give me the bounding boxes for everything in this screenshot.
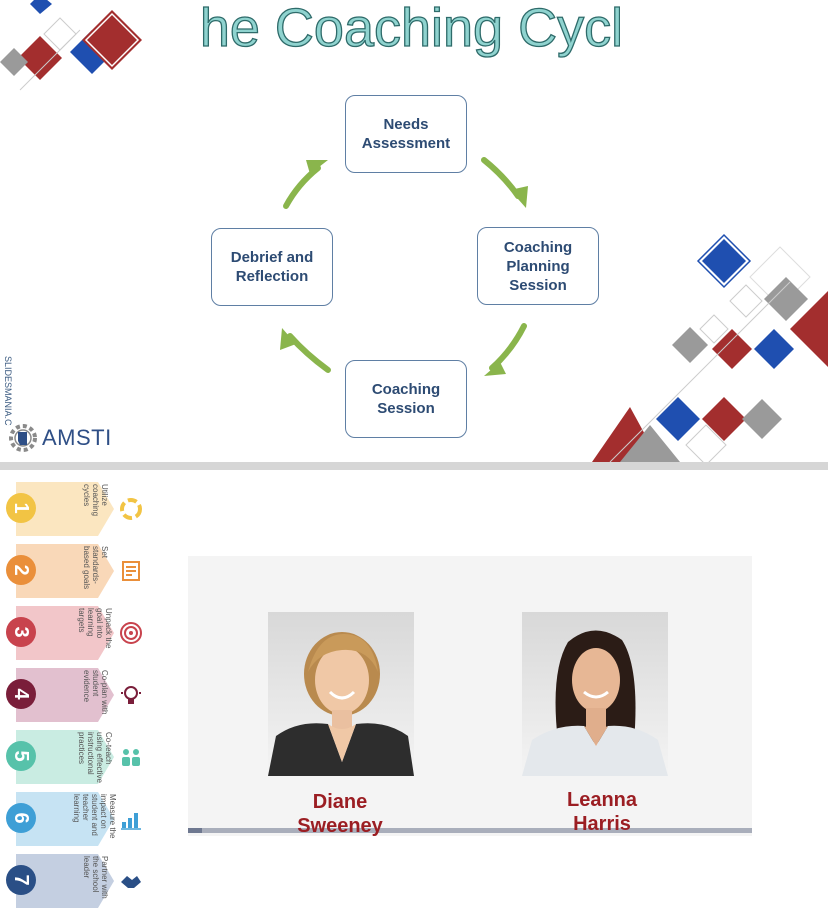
svg-text:Partner with: Partner with — [100, 856, 109, 899]
svg-text:Set: Set — [100, 546, 109, 559]
panel-underline — [188, 828, 752, 833]
amsti-logo: AMSTI — [6, 420, 112, 456]
coaching-steps: 1 Utilize coaching cycles 2 Set sta — [0, 480, 150, 920]
step-number: 3 — [6, 617, 36, 647]
svg-text:standards-: standards- — [91, 546, 100, 584]
step-number: 4 — [6, 679, 36, 709]
step-description: Co-plan with student evidence — [82, 670, 109, 714]
svg-text:teacher: teacher — [81, 794, 90, 821]
step-arrow-shape — [16, 854, 114, 908]
checklist-icon — [122, 561, 140, 581]
step-number: 7 — [6, 865, 36, 895]
arrow-head-up-right — [306, 160, 328, 174]
presenter-name-diane: Diane Sweeney — [297, 791, 383, 837]
presenter-name-leanna: Leanna Harris — [566, 789, 638, 835]
step-number: 5 — [6, 741, 36, 771]
svg-text:coaching: coaching — [91, 484, 100, 516]
svg-text:impact on: impact on — [99, 794, 108, 829]
step-arrow-shape — [16, 482, 114, 536]
cycle-box-debrief-reflection: Debrief and Reflection — [211, 228, 333, 306]
svg-text:SLIDESMANIA.COM: SLIDESMANIA.COM — [3, 356, 13, 426]
step-arrow-shape — [16, 792, 114, 846]
slide-presenters: 1 Utilize coaching cycles 2 Set sta — [0, 470, 828, 922]
step-description: Utilize coaching cycles — [82, 484, 109, 516]
chart-icon — [121, 813, 141, 830]
people-icon — [122, 749, 140, 766]
svg-text:learning: learning — [86, 608, 95, 636]
step-item: 5 Co-teach using effective instructional… — [0, 728, 150, 786]
cycle-box-coaching-planning-session: Coaching Planning Session — [477, 227, 599, 305]
svg-text:cycles: cycles — [82, 484, 91, 506]
step-item: 7 Partner with the school leader — [0, 852, 150, 910]
cycle-box-coaching-session: Coaching Session — [345, 360, 467, 438]
step-description: Measure the impact on student and teache… — [72, 794, 117, 839]
step-description: Co-teach using effective instructional p… — [77, 732, 113, 784]
cycle-box-needs-assessment: Needs Assessment — [345, 95, 467, 173]
lightbulb-icon — [121, 686, 141, 704]
step-arrow-shape — [16, 730, 114, 784]
svg-text:learning: learning — [72, 794, 81, 822]
amsti-logo-text: AMSTI — [42, 425, 112, 450]
slide-divider — [0, 462, 828, 470]
handshake-icon — [121, 876, 141, 888]
decorative-diamonds-right — [592, 233, 828, 462]
step-item: 2 Set standards- based goals — [0, 542, 150, 600]
svg-text:The Coaching Cycle: The Coaching Cycle — [200, 0, 620, 58]
gear-icon — [9, 424, 37, 452]
svg-text:Measure the: Measure the — [108, 794, 117, 839]
svg-text:Co-plan with: Co-plan with — [100, 670, 109, 714]
slide-coaching-cycle: The Coaching Cycle Needs Assessment Coac… — [0, 0, 828, 462]
step-description: Set standards- based goals — [82, 546, 109, 589]
presenter-photo-leanna — [522, 612, 668, 776]
cycle-icon — [120, 498, 142, 520]
svg-text:based goals: based goals — [82, 546, 91, 589]
step-description: Unpack the goal into learning targets — [77, 608, 113, 649]
panel-underline-accent — [188, 828, 202, 833]
step-number: 2 — [6, 555, 36, 585]
svg-text:Unpack the: Unpack the — [104, 608, 113, 649]
decorative-diamonds-top-left — [0, 0, 142, 91]
svg-text:goal into: goal into — [95, 608, 104, 639]
step-item: 3 Unpack the goal into learning targets — [0, 604, 150, 662]
step-item: 4 Co-plan with student evidence — [0, 666, 150, 724]
presenter-photo-diane — [268, 612, 414, 776]
step-item: 6 Measure the impact on student and teac… — [0, 790, 150, 848]
svg-text:instructional: instructional — [86, 732, 95, 775]
step-arrow-shape — [16, 668, 114, 722]
step-item: 1 Utilize coaching cycles — [0, 480, 150, 538]
slide-title: The Coaching Cycle — [200, 0, 620, 59]
svg-text:student and: student and — [90, 794, 99, 836]
svg-text:student: student — [91, 670, 100, 697]
svg-text:Co-teach: Co-teach — [104, 732, 113, 764]
arrow-head-down-left — [484, 362, 506, 376]
target-icon — [120, 622, 142, 644]
arrow-head-left-up — [280, 328, 296, 350]
svg-text:leader: leader — [82, 856, 91, 879]
svg-text:evidence: evidence — [82, 670, 91, 703]
svg-text:practices: practices — [77, 732, 86, 764]
step-description: Partner with the school leader — [82, 856, 109, 899]
watermark-text: SLIDESMANIA.COM — [3, 356, 13, 426]
step-arrow-shape — [16, 606, 114, 660]
svg-text:Utilize: Utilize — [100, 484, 109, 506]
svg-text:targets: targets — [77, 608, 86, 632]
step-number: 1 — [6, 493, 36, 523]
cycle-arrows — [280, 157, 528, 376]
step-number: 6 — [6, 803, 36, 833]
step-arrow-shape — [16, 544, 114, 598]
svg-text:using effective: using effective — [95, 732, 104, 784]
arrow-head-right-down — [510, 186, 528, 208]
svg-text:the school: the school — [91, 856, 100, 893]
